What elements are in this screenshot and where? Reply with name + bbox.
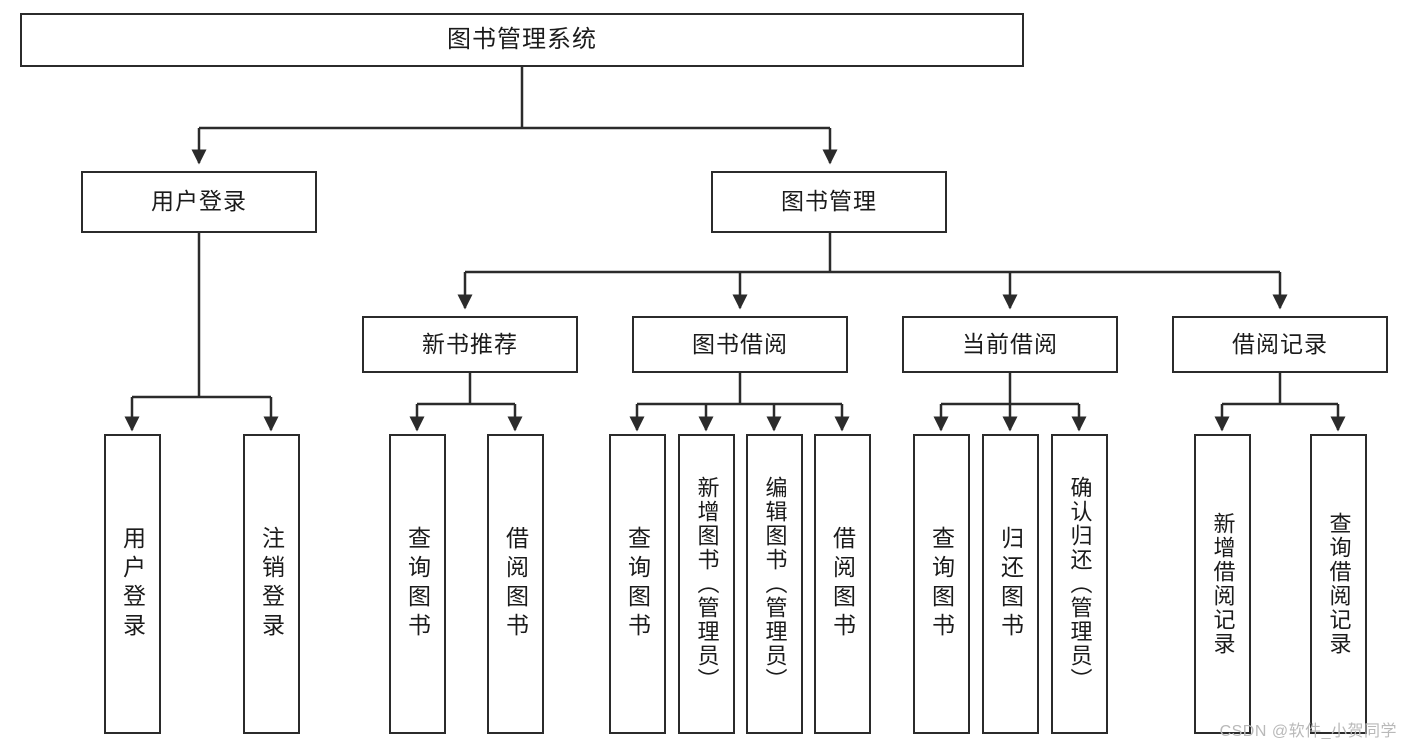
- node-label: 查询图书: [624, 526, 651, 642]
- node-label: 确认归还（管理员）: [1067, 476, 1093, 692]
- leaf-add-borrow-record[interactable]: 新增借阅记录: [1194, 434, 1251, 734]
- node-label: 查询图书: [928, 526, 955, 642]
- node-label: 新增图书（管理员）: [694, 476, 720, 692]
- node-label: 图书借阅: [692, 330, 788, 357]
- leaf-query-borrow-record[interactable]: 查询借阅记录: [1310, 434, 1367, 734]
- leaf-return-book[interactable]: 归还图书: [982, 434, 1039, 734]
- leaf-borrow-book-newbook[interactable]: 借阅图书: [487, 434, 544, 734]
- leaf-edit-book-admin[interactable]: 编辑图书（管理员）: [746, 434, 803, 734]
- leaf-query-book-current[interactable]: 查询图书: [913, 434, 970, 734]
- leaf-borrow-book[interactable]: 借阅图书: [814, 434, 871, 734]
- node-label: 图书管理: [781, 188, 877, 215]
- node-label: 新增借阅记录: [1210, 512, 1236, 656]
- node-book-management[interactable]: 图书管理: [711, 171, 947, 233]
- node-book-borrow[interactable]: 图书借阅: [632, 316, 848, 373]
- node-label: 新书推荐: [422, 330, 518, 357]
- node-label: 借阅图书: [502, 526, 529, 642]
- node-label: 借阅记录: [1232, 330, 1328, 357]
- node-label: 查询借阅记录: [1326, 512, 1352, 656]
- leaf-query-book-borrow[interactable]: 查询图书: [609, 434, 666, 734]
- node-label: 用户登录: [151, 188, 247, 215]
- node-borrow-record[interactable]: 借阅记录: [1172, 316, 1388, 373]
- node-label: 注销登录: [258, 526, 285, 642]
- node-root-system[interactable]: 图书管理系统: [20, 13, 1024, 67]
- watermark: CSDN @软件_小贺同学: [1219, 723, 1397, 740]
- leaf-add-book-admin[interactable]: 新增图书（管理员）: [678, 434, 735, 734]
- leaf-query-book-newbook[interactable]: 查询图书: [389, 434, 446, 734]
- node-label: 图书管理系统: [447, 25, 597, 53]
- node-label: 编辑图书（管理员）: [762, 476, 788, 692]
- node-label: 归还图书: [997, 526, 1024, 642]
- leaf-confirm-return-admin[interactable]: 确认归还（管理员）: [1051, 434, 1108, 734]
- node-new-book-recommend[interactable]: 新书推荐: [362, 316, 578, 373]
- node-current-borrow[interactable]: 当前借阅: [902, 316, 1118, 373]
- node-label: 用户登录: [119, 526, 146, 642]
- node-label: 查询图书: [404, 526, 431, 642]
- leaf-user-login[interactable]: 用户登录: [104, 434, 161, 734]
- node-label: 当前借阅: [962, 330, 1058, 357]
- node-label: 借阅图书: [829, 526, 856, 642]
- leaf-logout[interactable]: 注销登录: [243, 434, 300, 734]
- node-user-login[interactable]: 用户登录: [81, 171, 317, 233]
